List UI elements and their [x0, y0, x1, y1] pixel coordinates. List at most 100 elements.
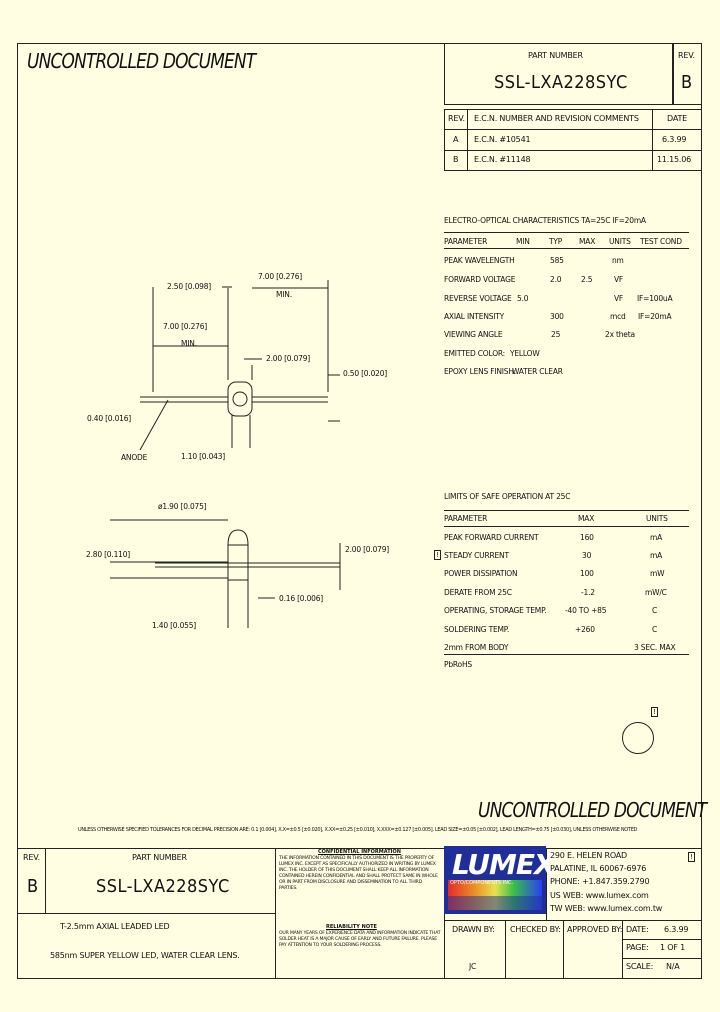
eo-units: nm — [612, 256, 624, 265]
limits-units: mA — [650, 533, 663, 542]
limits-param: 2mm FROM BODY — [444, 643, 509, 652]
limits-max: -40 TO +85 — [565, 606, 607, 615]
revision-table — [444, 109, 702, 171]
limits-units: mW/C — [645, 588, 667, 597]
uncontrolled-watermark-top: UNCONTROLLED DOCUMENT — [27, 49, 256, 73]
dim-040: 0.40 [0.016] — [87, 414, 132, 423]
lumex-logo-subtext: OPTO/COMPONENTS INC. — [450, 880, 514, 886]
confidential-text: THE INFORMATION CONTAINED IN THIS DOCUME… — [279, 856, 438, 891]
eo-typ: 585 — [550, 256, 564, 265]
limits-max: 100 — [580, 569, 594, 578]
eo-typ: 300 — [550, 312, 564, 321]
dim-700-top: 7.00 [0.276] — [258, 272, 303, 281]
reliability-text: OUR MANY YEARS OF EXPERIENCE DATA AND IN… — [279, 931, 441, 948]
eo-param: AXIAL INTENSITY — [444, 312, 505, 321]
eo-param: EMITTED COLOR: — [444, 349, 506, 358]
footer-rev-value: B — [27, 876, 39, 897]
eo-min: YELLOW — [510, 349, 540, 358]
limits-units: mW — [650, 569, 665, 578]
limits-param: DERATE FROM 25C — [444, 588, 512, 597]
address-line: TW WEB: www.lumex.com.tw — [550, 904, 663, 913]
scale-label: SCALE: — [626, 962, 654, 971]
description-line-2: 585nm SUPER YELLOW LED, WATER CLEAR LENS… — [50, 951, 240, 960]
eo-header-testcond: TEST COND — [640, 237, 682, 246]
table-row-rev: A — [453, 135, 459, 144]
table-row-ecn: E.C.N. #11148 — [474, 155, 531, 164]
dim-140: 1.40 [0.055] — [152, 621, 197, 630]
eo-header-min: MIN — [516, 237, 530, 246]
rev-label: REV. — [678, 51, 695, 60]
date-label: DATE: — [626, 925, 649, 934]
eo-typ: 25 — [551, 330, 561, 339]
tolerance-note: UNLESS OTHERWISE SPECIFIED TOLERANCES FO… — [78, 827, 638, 833]
eo-min: 5.0 — [517, 294, 529, 303]
dim-280: 2.80 [0.110] — [86, 550, 131, 559]
ecn-col-header: E.C.N. NUMBER AND REVISION COMMENTS — [474, 114, 639, 123]
table-row-rev: B — [453, 155, 459, 164]
callout-marker: ! — [434, 550, 441, 560]
confidential-title: CONFIDENTIAL INFORMATION — [318, 849, 401, 855]
checked-by-label: CHECKED BY: — [510, 925, 561, 934]
footer-part-number: SSL-LXA228SYC — [96, 876, 230, 897]
dim-200-bottom: 2.00 [0.079] — [345, 545, 390, 554]
limits-header-units: UNITS — [646, 514, 668, 523]
drawn-by-value: JC — [469, 962, 477, 971]
scale-value: N/A — [666, 962, 680, 971]
part-number-label: PART NUMBER — [528, 51, 583, 60]
dim-110: 1.10 [0.043] — [181, 452, 226, 461]
anode-label: ANODE — [121, 453, 148, 462]
eo-param: REVERSE VOLTAGE — [444, 294, 512, 303]
limits-param: PEAK FORWARD CURRENT — [444, 533, 539, 542]
eo-cond: IF=20mA — [638, 312, 672, 321]
limits-units: 3 SEC. MAX — [634, 643, 676, 652]
footer-rev-label: REV. — [23, 853, 40, 862]
limits-max: 30 — [582, 551, 592, 560]
approved-by-label: APPROVED BY: — [567, 925, 623, 934]
ul-mark-icon — [622, 722, 654, 754]
table-row-ecn: E.C.N. #10541 — [474, 135, 531, 144]
eo-min: WATER CLEAR — [512, 367, 563, 376]
footer-part-number-label: PART NUMBER — [132, 853, 187, 862]
eo-param: PEAK WAVELENGTH — [444, 256, 515, 265]
description-line-1: T-2.5mm AXIAL LEADED LED — [60, 922, 170, 931]
dim-016: 0.16 [0.006] — [279, 594, 324, 603]
limits-header-parameter: PARAMETER — [444, 514, 488, 523]
drawn-by-label: DRAWN BY: — [452, 925, 495, 934]
page-value: 1 OF 1 — [660, 943, 685, 952]
rev-col-header: REV. — [448, 114, 465, 123]
eo-units: mcd — [610, 312, 626, 321]
date-value: 6.3.99 — [664, 925, 689, 934]
eo-units: VF — [614, 294, 624, 303]
uncontrolled-watermark-bottom: UNCONTROLLED DOCUMENT — [478, 798, 707, 822]
limits-max: 160 — [580, 533, 594, 542]
limits-units: C — [652, 625, 658, 634]
eo-typ: 2.0 — [550, 275, 562, 284]
table-row-date: 11.15.06 — [657, 155, 692, 164]
limits-param: OPERATING, STORAGE TEMP. — [444, 606, 547, 615]
address-line: US WEB: www.lumex.com — [550, 891, 649, 900]
address-line: PHONE: +1.847.359.2790 — [550, 877, 650, 886]
eo-header-max: MAX — [579, 237, 596, 246]
limits-units: mA — [650, 551, 663, 560]
limits-param: STEADY CURRENT — [444, 551, 509, 560]
limits-units: C — [652, 606, 658, 615]
pb-rohs-note: PbRoHS — [444, 660, 472, 669]
eo-header-parameter: PARAMETER — [444, 237, 488, 246]
page-label: PAGE: — [626, 943, 649, 952]
table-row-date: 6.3.99 — [662, 135, 687, 144]
eo-cond: IF=100uA — [637, 294, 673, 303]
dim-700-left: 7.00 [0.276] — [163, 322, 208, 331]
eo-title: ELECTRO-OPTICAL CHARACTERISTICS TA=25C I… — [444, 216, 646, 225]
reliability-title: RELIABILITY NOTE — [326, 924, 377, 930]
eo-param: EPOXY LENS FINISH: — [444, 367, 517, 376]
lumex-logo-text: LUMEX — [452, 848, 556, 881]
limits-header-max: MAX — [578, 514, 595, 523]
dim-phi: ø1.90 [0.075] — [158, 502, 207, 511]
dim-050: 0.50 [0.020] — [343, 369, 388, 378]
address-line: 290 E. HELEN ROAD — [550, 851, 628, 860]
limits-max: -1.2 — [581, 588, 595, 597]
lumex-logo-graphic — [444, 846, 546, 914]
limits-max: +260 — [575, 625, 595, 634]
eo-header-typ: TYP — [549, 237, 563, 246]
eo-units: 2x theta — [605, 330, 635, 339]
